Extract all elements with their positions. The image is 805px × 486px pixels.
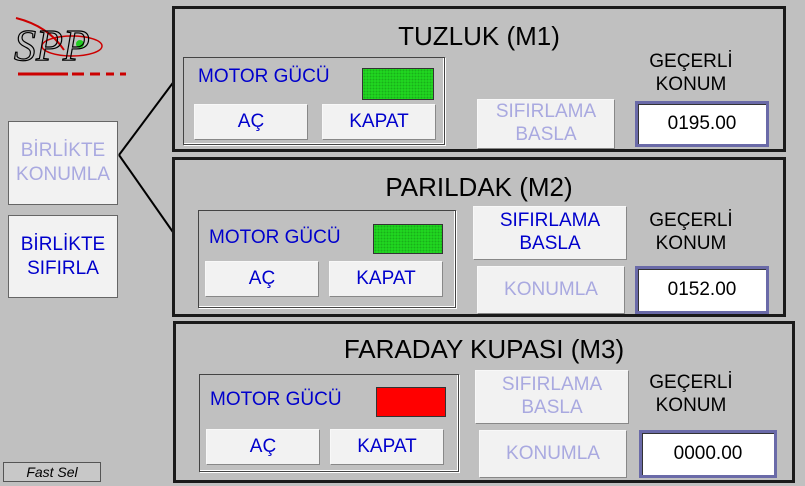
current-position-label: GEÇERLİ KONUM [649, 210, 733, 254]
motor-power-lamp [373, 224, 443, 254]
current-position-label: GEÇERLİ KONUM [649, 51, 733, 95]
fast-sel-button[interactable]: Fast Sel [3, 462, 101, 482]
open-button[interactable]: AÇ [206, 429, 320, 465]
connector-lines [118, 79, 176, 236]
panel-title: FARADAY KUPASI (M3) [343, 334, 625, 364]
motor-power-label: MOTOR GÜCÜ [209, 227, 341, 248]
reset-start-button[interactable]: SIFIRLAMA BASLA [477, 99, 615, 149]
motor-power-lamp [362, 68, 434, 100]
logo-text: SPP [14, 21, 90, 70]
spp-logo-graphic: SPP [13, 17, 126, 76]
motor-power-label: MOTOR GÜCÜ [210, 389, 342, 410]
open-button[interactable]: AÇ [205, 261, 319, 297]
together-position-button[interactable]: BİRLİKTE KONUMLA [8, 121, 118, 205]
close-button[interactable]: KAPAT [322, 104, 436, 140]
panel-m1: TUZLUK (M1) MOTOR GÜCÜ AÇ KAPAT SIFIRLAM… [172, 6, 786, 152]
current-position-label: GEÇERLİ KONUM [649, 372, 733, 416]
panel-m2: PARILDAK (M2) MOTOR GÜCÜ AÇ KAPAT SIFIRL… [172, 157, 786, 317]
current-position-value: 0000.00 [639, 430, 777, 478]
position-button[interactable]: KONUMLA [477, 266, 625, 314]
motor-control-group: MOTOR GÜCÜ AÇ KAPAT [199, 374, 459, 472]
panel-m3: FARADAY KUPASI (M3) MOTOR GÜCÜ AÇ KAPAT … [173, 321, 795, 483]
together-reset-button[interactable]: BİRLİKTE SIFIRLA [8, 215, 118, 298]
open-button[interactable]: AÇ [194, 104, 308, 140]
close-button[interactable]: KAPAT [330, 429, 444, 465]
motor-power-label: MOTOR GÜCÜ [198, 66, 330, 87]
panel-title: TUZLUK (M1) [398, 21, 560, 51]
motor-control-group: MOTOR GÜCÜ AÇ KAPAT [198, 210, 456, 308]
motor-control-group: MOTOR GÜCÜ AÇ KAPAT [183, 57, 445, 145]
panel-title: PARILDAK (M2) [385, 172, 573, 202]
position-button[interactable]: KONUMLA [479, 430, 627, 478]
reset-start-button[interactable]: SIFIRLAMA BASLA [475, 370, 629, 424]
close-button[interactable]: KAPAT [329, 261, 443, 297]
current-position-value: 0195.00 [635, 101, 769, 147]
reset-start-button[interactable]: SIFIRLAMA BASLA [473, 206, 627, 260]
spp-logo: SPP [8, 14, 136, 84]
motor-power-lamp [376, 387, 446, 417]
current-position-value: 0152.00 [635, 266, 769, 314]
